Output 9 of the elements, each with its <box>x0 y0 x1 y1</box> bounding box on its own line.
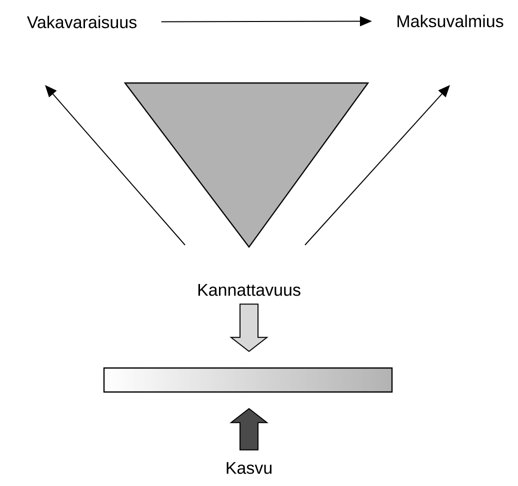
block-arrow <box>230 408 268 450</box>
node-label: Vakavaraisuus <box>26 16 136 28</box>
bar <box>103 367 393 393</box>
arrow <box>45 85 186 246</box>
node-label: Kannattavuus <box>198 284 300 296</box>
arrow <box>304 85 450 246</box>
node-label: Maksuvalmius <box>398 14 504 28</box>
node-label: Kasvu <box>226 462 272 474</box>
block-arrow <box>230 304 268 352</box>
